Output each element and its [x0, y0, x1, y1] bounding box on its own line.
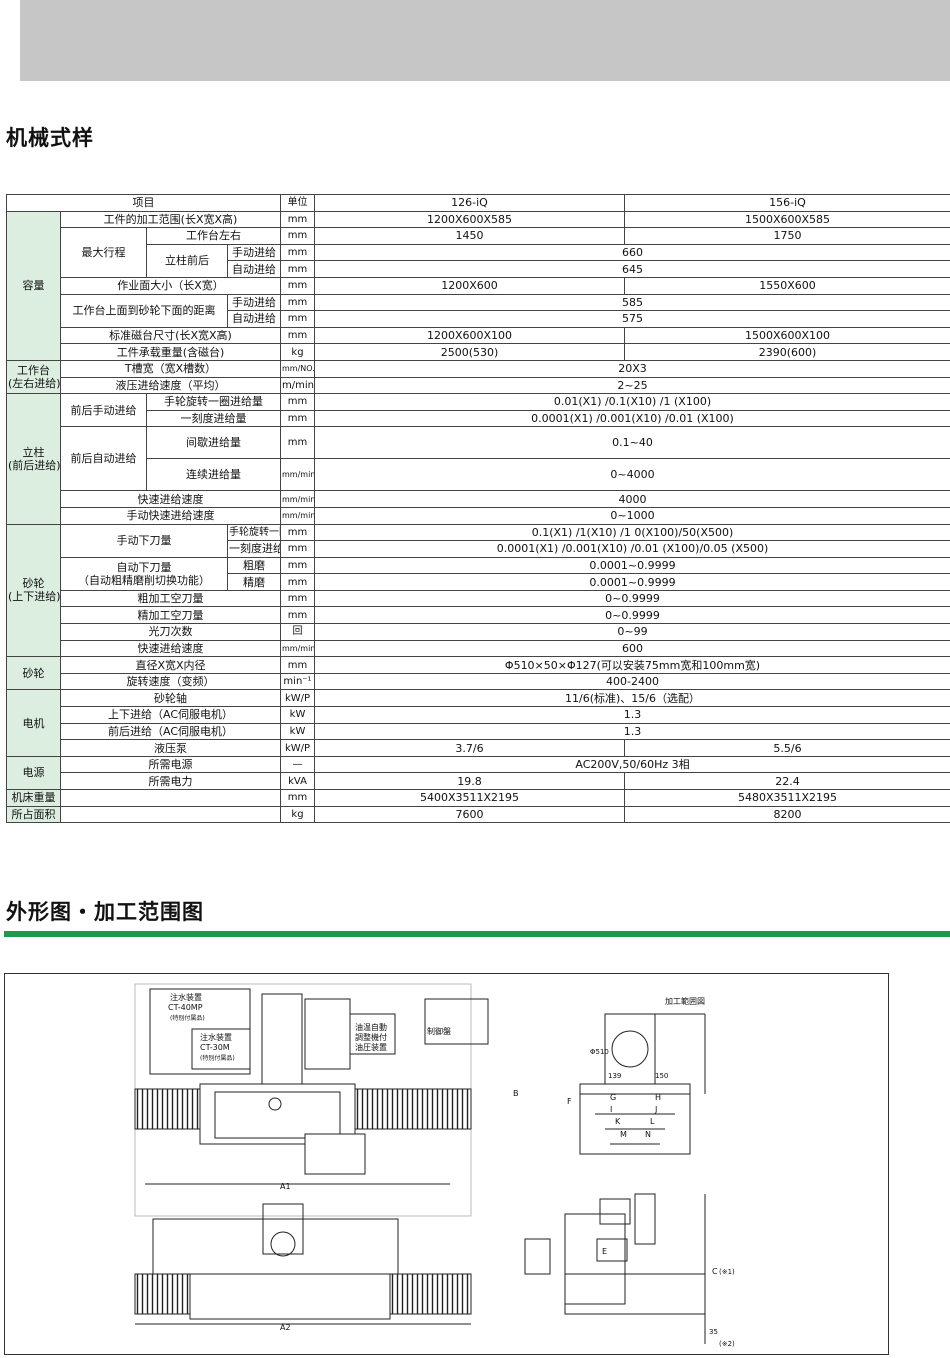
group-label: 砂轮 — [6, 656, 61, 691]
spec-section-title: 机械式样 — [6, 126, 94, 150]
table-row: 电源 所需电源 — AC200V,50/60Hz 3相 — [6, 755, 950, 791]
label-dim-a1: A1 — [280, 1182, 291, 1191]
group-label: 电源 — [6, 755, 61, 791]
spec-table: 项目 单位 126-iQ 156-iQ 容量 工件的加工范围(长X宽X高) mm… — [6, 194, 950, 824]
label-oil-1: 油温自動 — [355, 1022, 387, 1032]
label-dim-a2: A2 — [280, 1323, 291, 1332]
group-label: 砂轮(上下进给) — [6, 523, 61, 658]
label-dim-e: E — [602, 1247, 607, 1256]
label-coolant-b-3: (特别付属品) — [200, 1054, 235, 1062]
table-row: 光刀次数 回 0~99 — [7, 623, 950, 641]
label-dim-139: 139 — [608, 1072, 621, 1080]
table-row: 一刻度进给量 mm 0.0001(X1) /0.001(X10) /0.01 (… — [7, 540, 950, 558]
group-label: 所占面积 — [6, 805, 61, 824]
table-row: 前后自动进给 间歇进给量 mm 0.1~40 — [7, 426, 950, 492]
table-row: 精加工空刀量 mm 0~0.9999 — [7, 606, 950, 625]
group-label: 容量 — [6, 210, 61, 361]
table-row: 工件承载重量(含磁台) kg 2500(530) 2390(600) — [7, 343, 950, 361]
label-coolant-a-2: CT-40MP — [168, 1003, 203, 1012]
label-note-2: (※2) — [719, 1340, 735, 1348]
outline-top-view — [134, 983, 489, 1217]
table-row: 一刻度进给量 mm 0.0001(X1) /0.001(X10) /0.01 (… — [7, 409, 950, 428]
label-dim-i: I — [610, 1105, 612, 1114]
drawing-section-title: 外形图・加工范围图 — [6, 900, 204, 924]
outline-side-view — [524, 1193, 706, 1344]
table-row: 连续进给量 mm/min 0~4000 — [7, 458, 950, 492]
outline-range-diagram — [579, 1013, 706, 1155]
label-range: 加工範囲図 — [665, 996, 705, 1006]
label-coolant-a-3: (特别付属品) — [170, 1014, 205, 1022]
label-coolant-b-2: CT-30M — [200, 1043, 230, 1052]
table-row: 最大行程 工作台左右 mm 1450 1750 — [7, 227, 950, 278]
table-row: 工作台(左右进给) T槽宽（宽X槽数） mm/NO. 20X3 — [6, 359, 950, 395]
label-dim-m: M — [620, 1130, 627, 1139]
table-row: 快速进给速度 mm/min 4000 — [7, 490, 950, 508]
label-dim-510: Φ510 — [590, 1048, 609, 1056]
label-dim-n: N — [645, 1130, 651, 1139]
table-row: 砂轮 直径X宽X内径 mm Φ510×50×Φ127(可以安装75mm宽和100… — [6, 656, 950, 691]
table-row: 所占面积 kg 7600 8200 — [6, 805, 950, 824]
group-label: 电机 — [6, 689, 61, 757]
table-row: 工作台上面到砂轮下面的距离 手动进给 mm 585 — [7, 293, 950, 328]
table-row: 手动快速进给速度 mm/min 0~1000 — [7, 506, 950, 525]
label-dim-l: L — [650, 1117, 655, 1126]
table-row: 液压泵 kW/P 3.7/6 5.5/6 — [7, 739, 950, 757]
table-row: 标准磁台尺寸(长X宽X高) mm 1200X600X100 1500X600X1… — [7, 326, 950, 345]
group-label: 工作台(左右进给) — [6, 359, 61, 395]
label-dim-c: C — [712, 1267, 718, 1276]
table-row: 容量 工件的加工范围(长X宽X高) mm 1200X600X585 1500X6… — [6, 210, 950, 361]
green-divider — [4, 931, 950, 937]
label-dim-k: K — [615, 1117, 621, 1126]
label-dim-h: H — [655, 1093, 661, 1102]
table-row: 立柱前后 手动进给 mm 660 — [7, 243, 950, 278]
label-coolant-b-1: 注水装置 — [200, 1032, 232, 1042]
table-row: 所需电力 kVA 19.8 22.4 — [7, 772, 950, 790]
label-dim-g: G — [610, 1093, 616, 1102]
label-oil-2: 調整機付 — [355, 1032, 387, 1042]
table-row: 作业面大小（长X宽） mm 1200X600 1550X600 — [7, 276, 950, 295]
label-dim-35: 35 — [709, 1328, 718, 1336]
outline-front-view — [134, 1203, 472, 1325]
table-row: 立柱(前后进给) 前后手动进给 手轮旋转一圈进给量 mm 0.01(X1) /0… — [6, 393, 950, 525]
label-dim-b: B — [513, 1089, 519, 1098]
table-row: 快速进给速度 mm/min 600 — [7, 639, 950, 658]
label-oil-3: 油圧装置 — [355, 1042, 387, 1052]
table-row: 电机 砂轮轴 kW/P 11/6(标准)、15/6（选配） — [6, 689, 950, 757]
table-row: 前后进给（AC伺服电机） kW 1.3 — [7, 722, 950, 741]
table-row: 粗加工空刀量 mm 0~0.9999 — [7, 589, 950, 608]
label-dim-f: F — [567, 1097, 572, 1106]
group-label: 立柱(前后进给) — [6, 393, 61, 525]
label-coolant-a-1: 注水装置 — [170, 992, 202, 1002]
table-row: 项目 单位 126-iQ 156-iQ — [6, 194, 950, 212]
machine-drawing: 注水装置 CT-40MP (特别付属品) 注水装置 CT-30M (特别付属品)… — [134, 983, 735, 1348]
label-control: 制御盤 — [427, 1026, 451, 1036]
table-row: 机床重量 mm 5400X3511X2195 5480X3511X2195 — [6, 789, 950, 807]
label-dim-150: 150 — [655, 1072, 668, 1080]
table-row: 自动下刀量（自动粗精磨削切换功能） 粗磨 mm 0.0001~0.9999 — [7, 556, 950, 591]
table-row: 砂轮(上下进给) 手动下刀量 手轮旋转一圈进给量 mm 0.1(X1) /1(X… — [6, 523, 950, 658]
label-dim-j: J — [654, 1105, 657, 1114]
drawing-labels: 注水装置 CT-40MP (特别付属品) 注水装置 CT-30M (特别付属品)… — [168, 992, 735, 1348]
table-row: 液压进给速度（平均） m/min 2~25 — [7, 376, 950, 395]
label-note-1: (※1) — [719, 1268, 735, 1276]
table-row: 旋转速度（变频） min⁻¹ 400-2400 — [7, 672, 950, 691]
table-row: 上下进给（AC伺服电机） kW 1.3 — [7, 706, 950, 724]
top-gray-band — [20, 0, 950, 81]
group-label: 机床重量 — [6, 789, 61, 807]
drawing-frame: 注水装置 CT-40MP (特别付属品) 注水装置 CT-30M (特别付属品)… — [4, 973, 889, 1355]
